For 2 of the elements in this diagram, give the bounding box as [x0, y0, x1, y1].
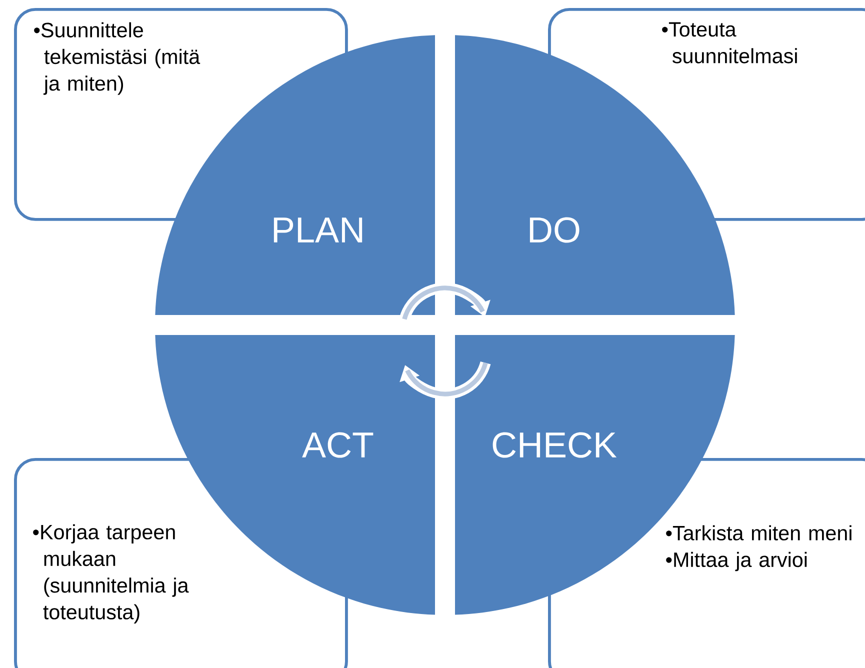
cycle-arrow	[400, 361, 491, 400]
cycle-arrow	[399, 282, 490, 321]
